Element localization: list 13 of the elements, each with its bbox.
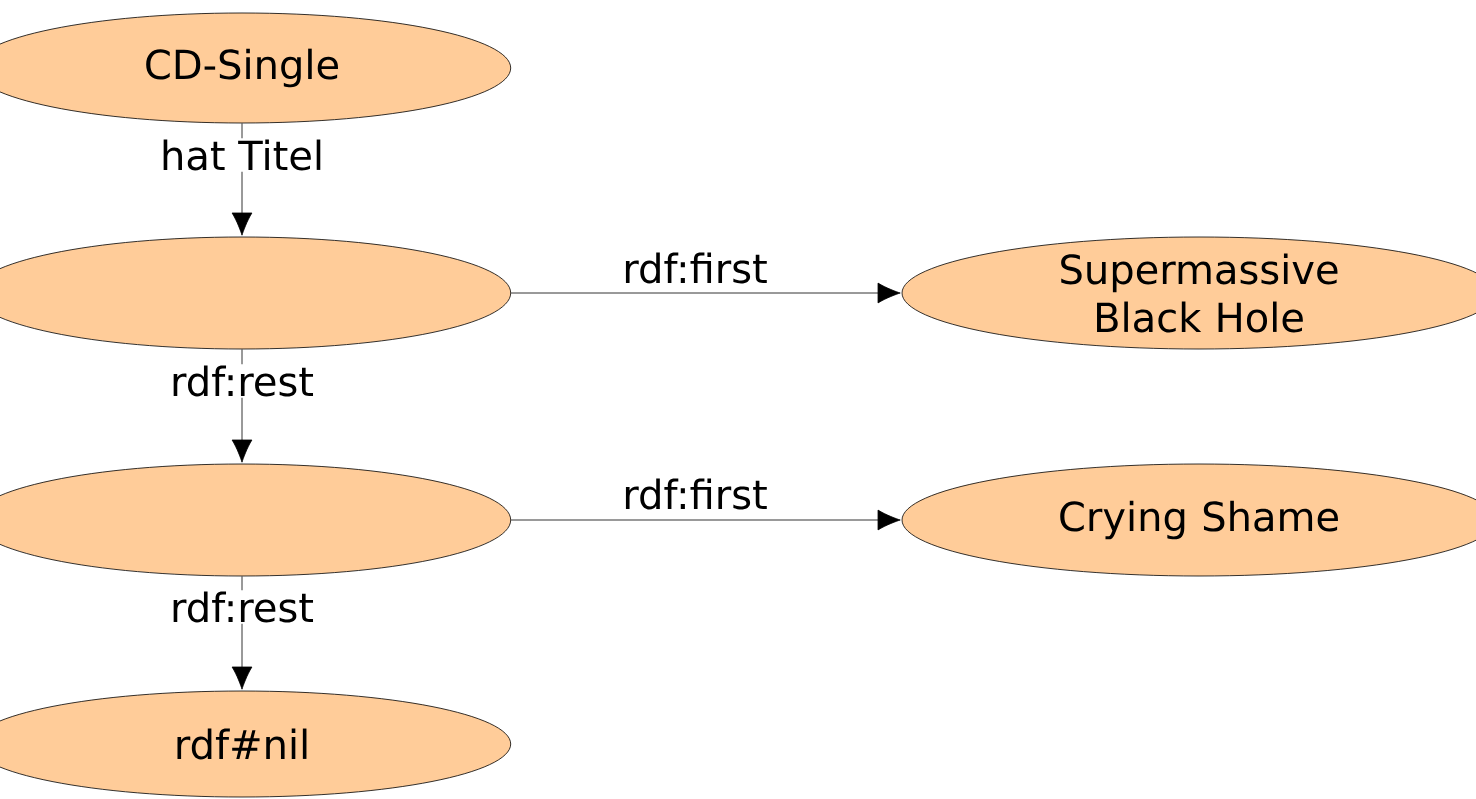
arrow: [231, 576, 253, 690]
edge-label: hat Titel: [158, 138, 326, 172]
ellipse-node: rdf#nil: [0, 690, 512, 798]
edge-label: rdf:rest: [168, 364, 316, 398]
arrow: [510, 282, 901, 304]
edge-label: rdf:first: [620, 477, 770, 511]
arrow: [231, 349, 253, 463]
edge-label: rdf:rest: [168, 590, 316, 624]
arrow: [510, 509, 901, 531]
ellipse-node: Crying Shame: [901, 463, 1476, 577]
ellipse-node: Supermassive Black Hole: [901, 236, 1476, 350]
arrow: [231, 123, 253, 236]
edge-label: rdf:first: [620, 251, 770, 285]
